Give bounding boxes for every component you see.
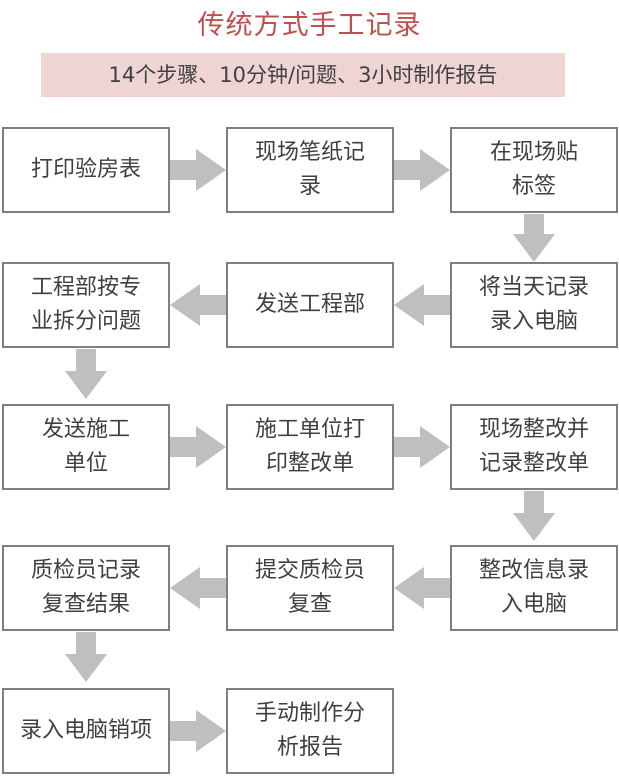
step-label: 整改信息录入电脑 (479, 558, 590, 617)
left-arrow-icon (170, 567, 226, 609)
step-label: 将当天记录录入电脑 (478, 275, 589, 334)
page-title: 传统方式手工记录 (197, 10, 422, 41)
step-label: 打印验房表 (30, 157, 141, 182)
step-enter-rectification: 整改信息录入电脑 (450, 545, 618, 631)
step-engineering-split: 工程部按专业拆分问题 (2, 262, 170, 348)
right-arrow-icon (394, 426, 450, 468)
step-onsite-rectify: 现场整改并记录整改单 (450, 404, 618, 490)
step-label: 工程部按专业拆分问题 (30, 275, 141, 334)
step-enter-daily-records: 将当天记录录入电脑 (450, 262, 618, 348)
subtitle-banner: 14个步骤、10分钟/问题、3小时制作报告 (41, 53, 565, 97)
down-arrow-icon (65, 632, 107, 682)
left-arrow-icon (394, 284, 450, 326)
left-arrow-icon (394, 567, 450, 609)
step-inspector-record: 质检员记录复查结果 (2, 545, 170, 631)
right-arrow-icon (394, 149, 450, 191)
right-arrow-icon (170, 710, 226, 752)
right-arrow-icon (170, 426, 226, 468)
step-print-inspection-form: 打印验房表 (2, 127, 170, 213)
down-arrow-icon (513, 214, 555, 262)
step-manual-report: 手动制作分析报告 (226, 688, 394, 774)
step-send-engineering: 发送工程部 (226, 262, 394, 348)
left-arrow-icon (170, 284, 226, 326)
step-close-items: 录入电脑销项 (2, 688, 170, 774)
step-paper-record: 现场笔纸记录 (226, 127, 394, 213)
step-label: 发送施工单位 (41, 417, 130, 476)
step-print-rectification: 施工单位打印整改单 (226, 404, 394, 490)
step-label: 施工单位打印整改单 (254, 417, 365, 476)
step-label-on-site: 在现场贴标签 (450, 127, 618, 213)
step-label: 在现场贴标签 (489, 140, 578, 199)
step-label: 现场笔纸记录 (255, 140, 366, 199)
step-label: 现场整改并记录整改单 (478, 417, 589, 476)
step-label: 手动制作分析报告 (255, 701, 366, 760)
down-arrow-icon (513, 491, 555, 541)
right-arrow-icon (170, 149, 226, 191)
step-submit-inspector: 提交质检员复查 (226, 545, 394, 631)
down-arrow-icon (65, 349, 107, 399)
step-label: 提交质检员复查 (254, 558, 365, 617)
step-label: 录入电脑销项 (19, 718, 152, 743)
step-label: 质检员记录复查结果 (30, 558, 141, 617)
step-label: 发送工程部 (254, 292, 365, 317)
step-send-contractor: 发送施工单位 (2, 404, 170, 490)
